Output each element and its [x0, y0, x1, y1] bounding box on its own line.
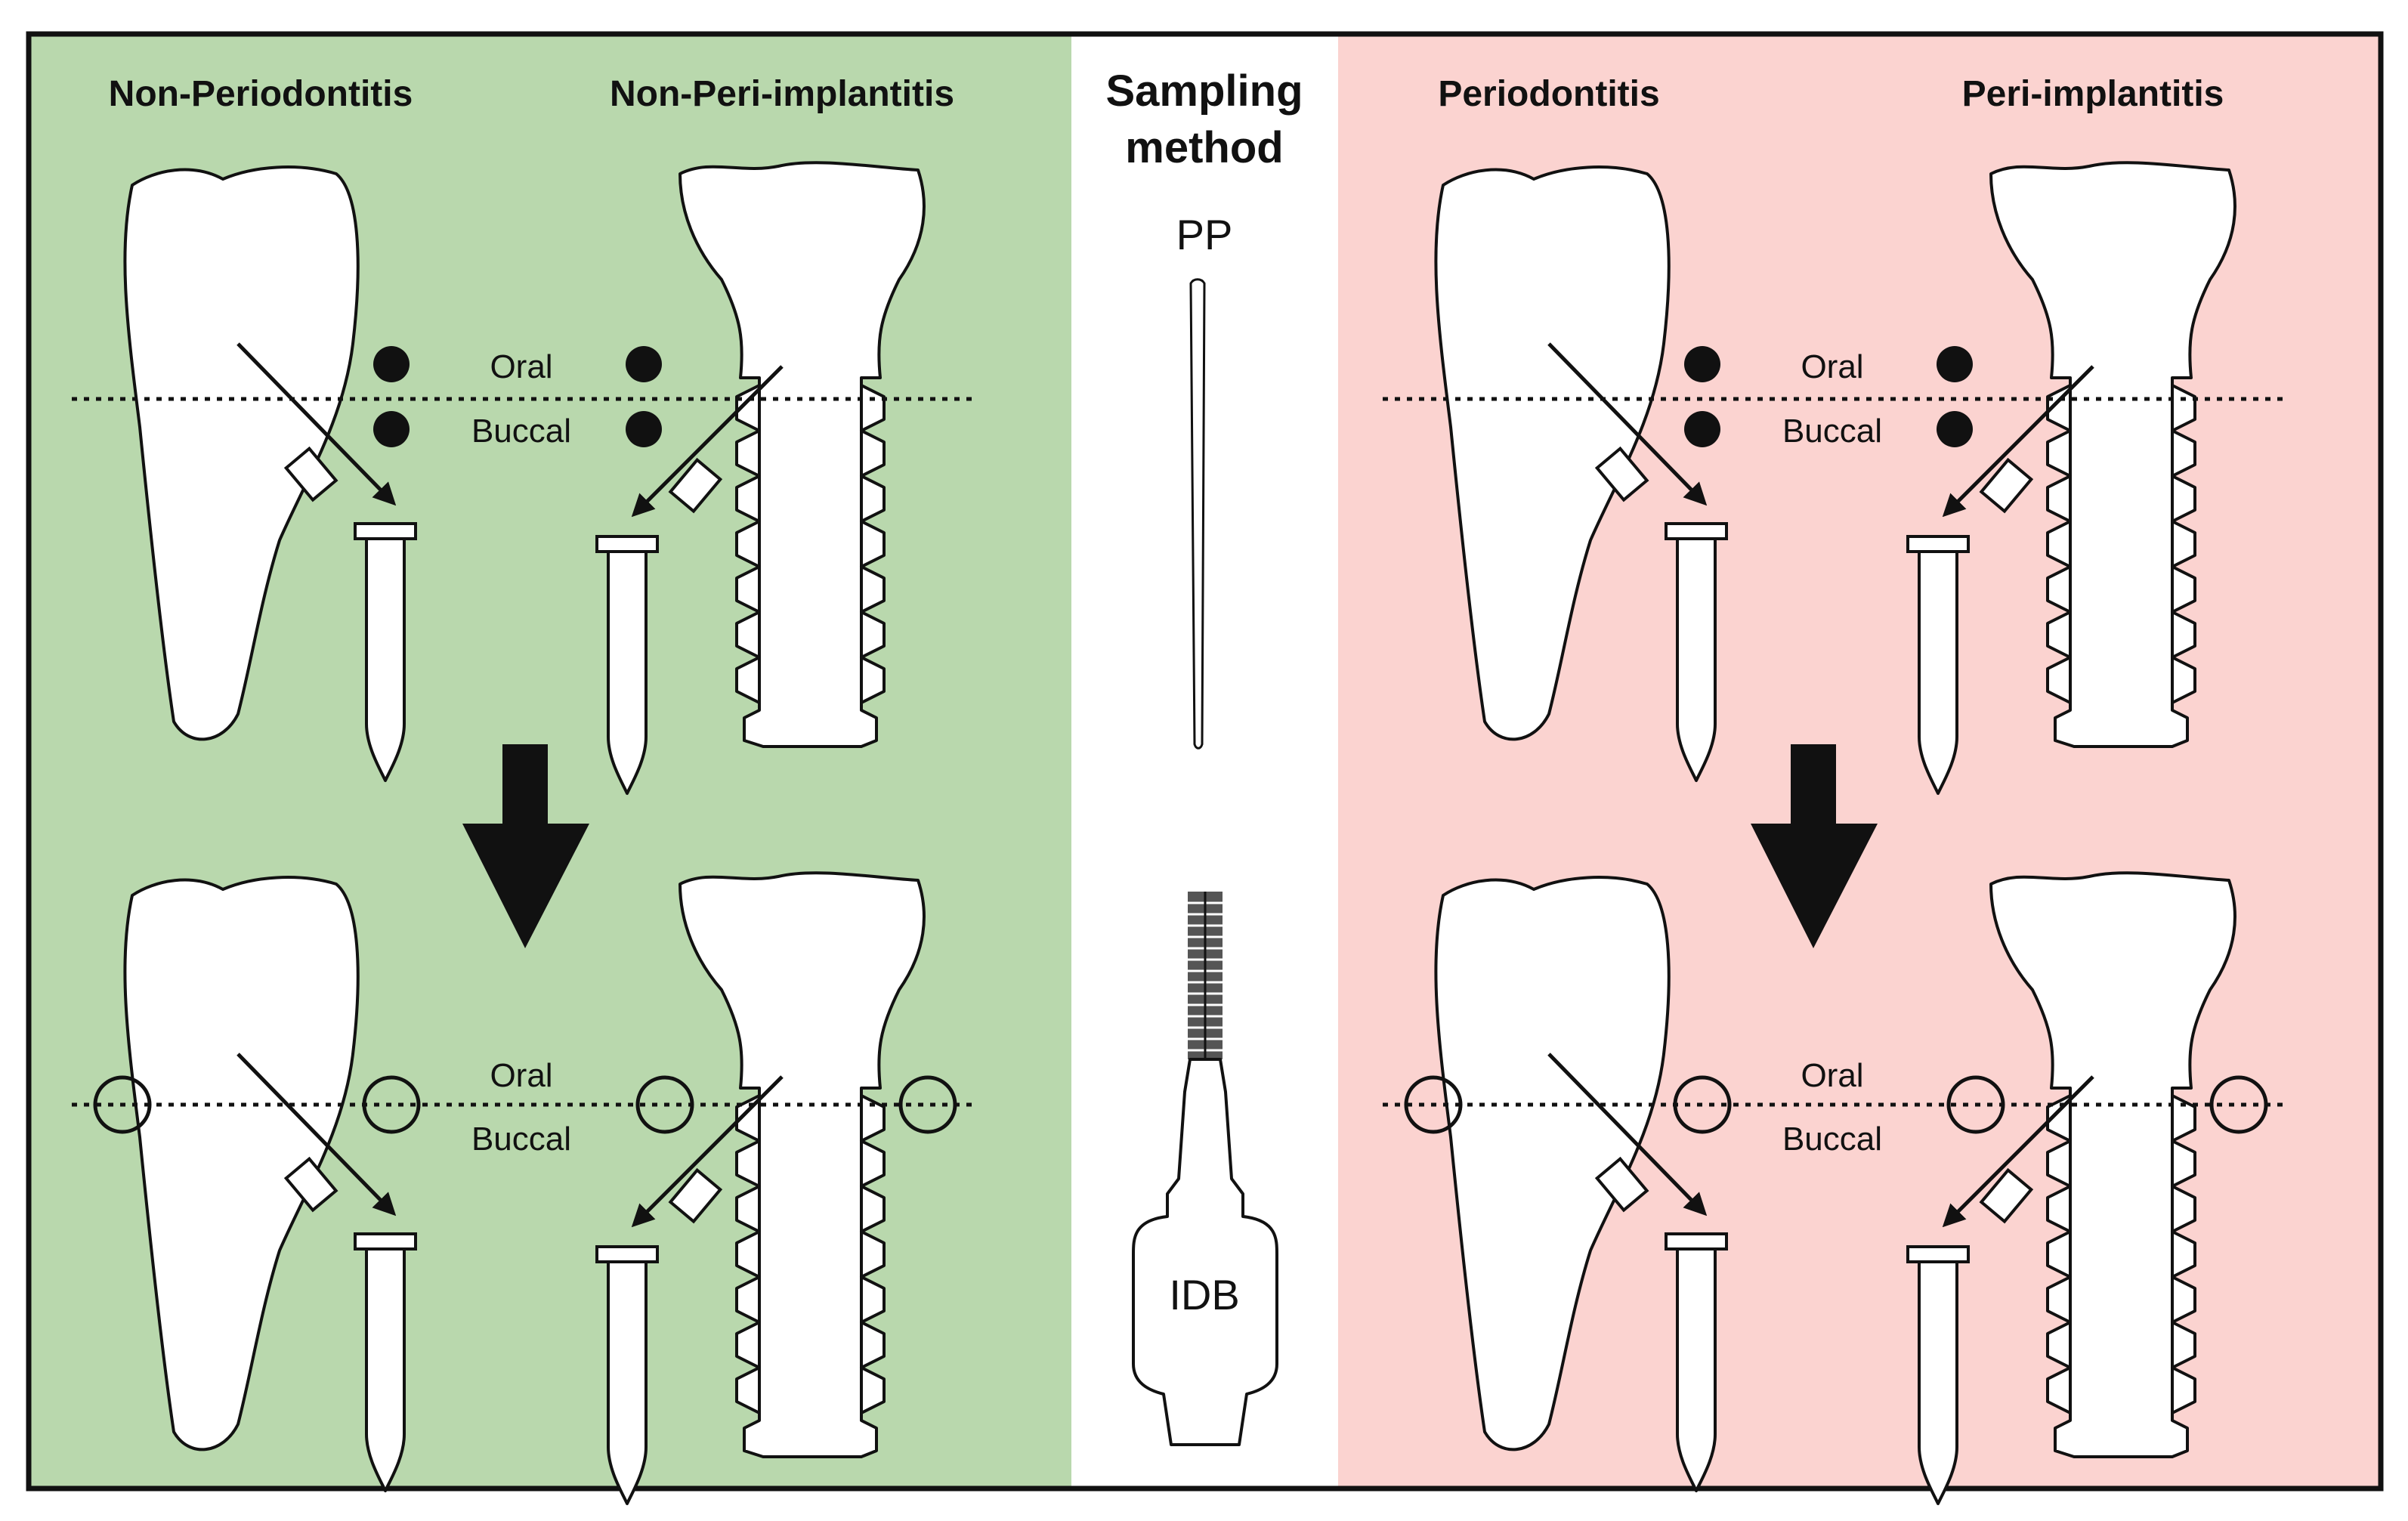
label-buccal: Buccal: [1782, 413, 1882, 450]
figure-border: [26, 31, 2384, 1492]
sequence-arrow-icon: [462, 744, 589, 948]
sampling-arrow-icon: [236, 1053, 397, 1216]
sampling-site-marker-icon: [1673, 1075, 1732, 1134]
label-buccal: Buccal: [471, 413, 571, 450]
collection-tube-icon: [1676, 1242, 1717, 1492]
disease-row-bottom: Oral Buccal: [1383, 871, 2286, 1505]
sampling-site-marker-icon: [898, 1075, 957, 1134]
sampling-site-marker-icon: [1937, 346, 1973, 382]
healthy-row-bottom: Oral Buccal: [72, 871, 975, 1505]
collection-tube-icon: [1918, 1255, 1958, 1505]
sampling-site-marker-icon: [2209, 1075, 2268, 1134]
tube-lid-icon: [1594, 1156, 1649, 1213]
header-sampling-method-line1: Sampling: [1105, 66, 1303, 116]
sampling-site-marker-icon: [1946, 1075, 2005, 1134]
sampling-site-marker-icon: [1937, 411, 1973, 447]
tube-cap-icon: [354, 522, 417, 540]
collection-tube-icon: [365, 1242, 406, 1492]
tube-cap-icon: [1906, 535, 1970, 553]
tube-cap-icon: [1665, 1232, 1728, 1250]
label-oral: Oral: [490, 348, 552, 385]
label-buccal: Buccal: [1782, 1121, 1882, 1158]
sampling-site-marker-icon: [1404, 1075, 1463, 1134]
tube-lid-icon: [1979, 1167, 2034, 1224]
tube-cap-icon: [1665, 522, 1728, 540]
sampling-site-marker-icon: [93, 1075, 152, 1134]
tube-lid-icon: [1979, 457, 2034, 514]
tube-lid-icon: [283, 1156, 338, 1213]
sampling-site-marker-icon: [635, 1075, 694, 1134]
interdental-brush-icon: [1132, 892, 1278, 1446]
tube-cap-icon: [595, 535, 659, 553]
tube-lid-icon: [1594, 446, 1649, 502]
header-non-peri-implantitis: Non-Peri-implantitis: [610, 74, 954, 114]
header-non-periodontitis: Non-Periodontitis: [109, 74, 413, 114]
collection-tube-icon: [607, 545, 648, 795]
healthy-row-top: Oral Buccal: [72, 161, 975, 795]
disease-row-top: Oral Buccal: [1383, 161, 2286, 795]
tube-cap-icon: [1906, 1245, 1970, 1263]
tube-lid-icon: [668, 1167, 723, 1224]
label-interdental-brush: IDB: [1169, 1271, 1239, 1319]
sampling-arrow-icon: [1547, 342, 1708, 506]
header-peri-implantitis: Peri-implantitis: [1962, 74, 2224, 114]
sampling-arrow-icon: [1942, 1075, 2094, 1228]
header-sampling-method-line2: method: [1125, 123, 1283, 172]
label-oral: Oral: [490, 1057, 552, 1094]
sampling-arrow-icon: [1942, 365, 2094, 518]
collection-tube-icon: [365, 532, 406, 782]
sampling-site-marker-icon: [1684, 346, 1720, 382]
sampling-site-marker-icon: [626, 346, 662, 382]
label-oral: Oral: [1801, 1057, 1863, 1094]
collection-tube-icon: [1676, 532, 1717, 782]
collection-tube-icon: [607, 1255, 648, 1505]
sequence-arrow-icon: [1751, 744, 1878, 948]
sampling-arrow-icon: [631, 1075, 784, 1228]
sampling-site-marker-icon: [373, 411, 410, 447]
sampling-site-marker-icon: [1684, 411, 1720, 447]
tube-cap-icon: [595, 1245, 659, 1263]
paper-point-icon: [1189, 278, 1206, 750]
label-paper-point: PP: [1176, 211, 1233, 258]
sampling-site-marker-icon: [362, 1075, 421, 1134]
sampling-arrow-icon: [631, 365, 784, 518]
header-periodontitis: Periodontitis: [1438, 74, 1659, 114]
collection-tube-icon: [1918, 545, 1958, 795]
label-oral: Oral: [1801, 348, 1863, 385]
tube-lid-icon: [283, 446, 338, 502]
sampling-site-marker-icon: [373, 346, 410, 382]
tube-cap-icon: [354, 1232, 417, 1250]
sampling-arrow-icon: [236, 342, 397, 506]
tube-lid-icon: [668, 457, 723, 514]
label-buccal: Buccal: [471, 1121, 571, 1158]
sampling-site-marker-icon: [626, 411, 662, 447]
sampling-arrow-icon: [1547, 1053, 1708, 1216]
